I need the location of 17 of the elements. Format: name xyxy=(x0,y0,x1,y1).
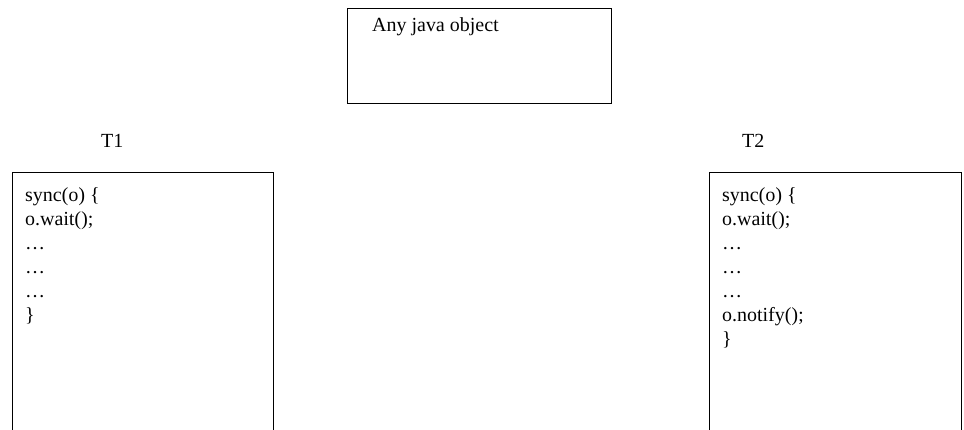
code-line: … xyxy=(722,255,742,279)
code-line: o.wait(); xyxy=(722,207,790,231)
code-line: } xyxy=(722,327,732,351)
code-line: … xyxy=(25,255,45,279)
code-line: … xyxy=(25,231,45,255)
code-line: … xyxy=(25,279,45,303)
code-line: o.notify(); xyxy=(722,303,804,327)
thread-label: T2 xyxy=(742,129,764,153)
thread-label: T1 xyxy=(101,129,124,153)
code-line: … xyxy=(722,231,742,255)
code-line: o.wait(); xyxy=(25,207,94,231)
box-label: Any java object xyxy=(372,13,499,37)
code-line: … xyxy=(722,279,742,303)
object-box xyxy=(347,8,612,104)
code-line: } xyxy=(25,303,35,327)
code-line: sync(o) { xyxy=(25,183,100,207)
code-line: sync(o) { xyxy=(722,183,797,207)
